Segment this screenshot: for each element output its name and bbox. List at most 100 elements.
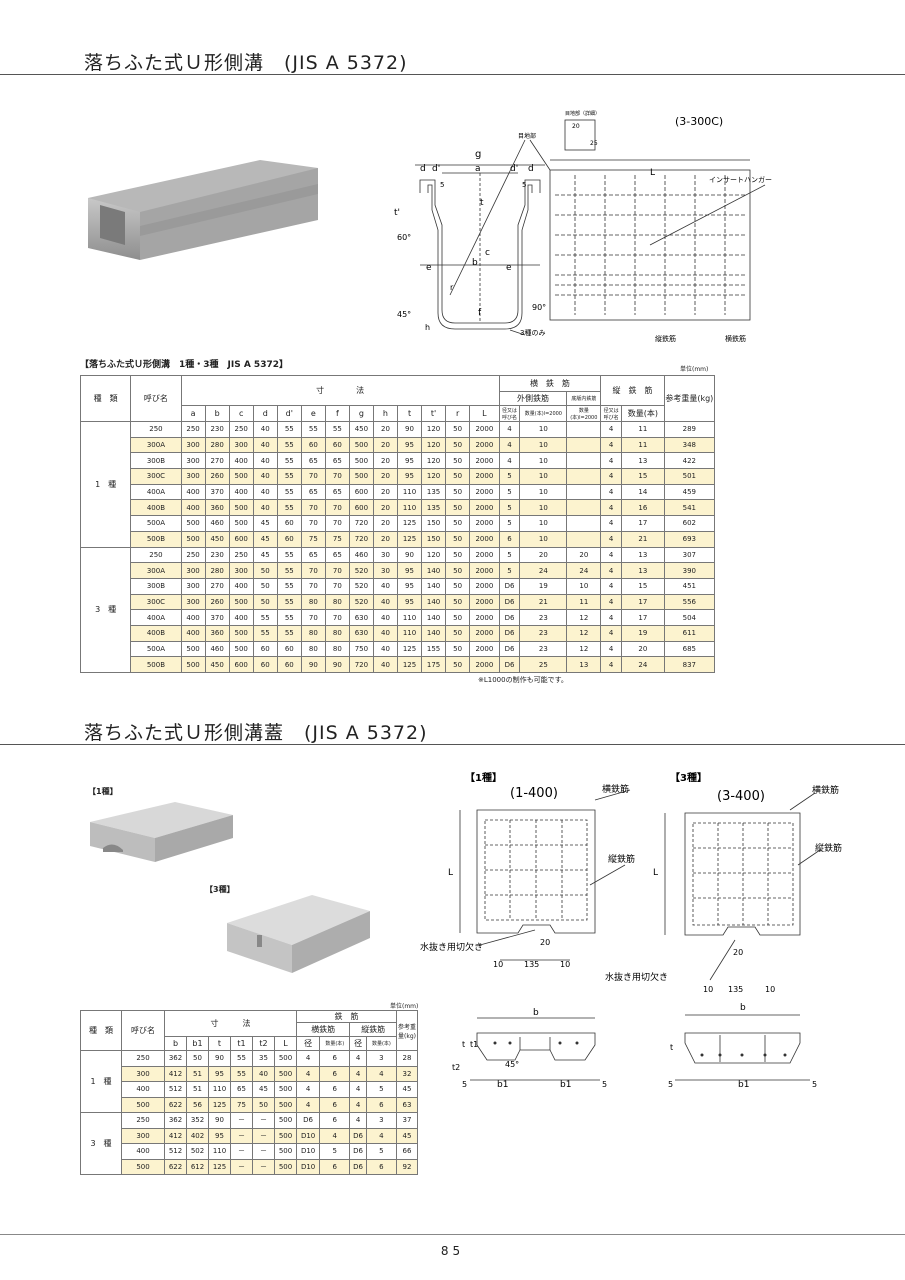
table-cell: 50 [252,1096,275,1113]
dim-h: h [425,323,430,332]
lid3-plan-outline [684,812,801,936]
table-cell: 120 [421,436,447,454]
dim-e-right: e [506,263,512,273]
table-cell: 500B [130,530,182,548]
table-cell: 13 [621,452,665,470]
table-cell: 250 [121,1112,165,1129]
dwg-long-bar-3: 縦鉄筋 [815,842,842,854]
dim-b: b [472,258,478,268]
table-cell: 460 [348,546,374,564]
table-cell: 70 [300,577,326,595]
dim-L: L [650,168,655,178]
table-cell: 685 [663,640,716,658]
th2-name: 呼び名 [121,1010,165,1051]
table-cell [566,515,602,532]
table-cell: D6 [498,624,521,642]
table-cell: 500 [348,436,374,454]
dwg-5-d: 5 [812,1080,817,1089]
table-cell: 20 [372,530,398,548]
table-cell: 412 [164,1065,187,1082]
table-cell: 50 [445,640,471,658]
table-cell: 4 [349,1096,367,1113]
dim-g: g [475,149,481,160]
table-cell: D6 [349,1127,367,1144]
table-cell: 2000 [469,609,500,626]
dwg-135-a: 135 [524,960,539,969]
table-cell: 250 [228,546,254,564]
table-cell: 80 [324,640,350,658]
table-cell: 360 [204,624,230,642]
dim-d: d [420,164,426,174]
table-cell: 460 [204,640,230,658]
table-cell: 412 [164,1127,187,1144]
table-cell: 300 [228,436,254,454]
table-cell: 6 [365,1096,398,1113]
table-cell: 40 [252,483,278,501]
table-cell: 45 [252,515,278,532]
table-cell: 2000 [469,436,500,454]
dwg-135-b: 135 [728,985,743,994]
table-cell: 512 [164,1143,187,1160]
table-cell: 12 [566,609,602,626]
table-cell: 80 [324,624,350,642]
table-cell: 2000 [469,656,500,673]
table1-caption: 【落ちふた式Ｕ形側溝 1種・3種 JIS A 5372】 [80,360,288,370]
table-cell: 110 [396,483,423,501]
angle-60: 60° [397,233,411,242]
table-cell: 4 [600,515,623,532]
table-cell: 2000 [469,421,500,438]
table-cell: 150 [421,515,447,532]
table-cell: D6 [498,593,521,611]
table-cell: 2000 [469,452,500,470]
table-cell: 70 [324,515,350,532]
th-qty-bottom: 数量(本)l=2000 [566,405,602,422]
table-cell: 4 [349,1050,367,1067]
table-cell: 70 [300,515,326,532]
table-cell: 19 [519,577,568,595]
table-cell: 693 [663,530,716,548]
th-name: 呼び名 [130,375,182,422]
table-cell: 35 [252,1050,275,1067]
table-cell: 450 [204,656,230,673]
table-cell: 24 [519,562,568,579]
table-cell: 289 [663,421,716,438]
table-cell: 55 [276,593,302,611]
dwg-20-a: 20 [540,938,550,947]
dwg-t1: t1 [470,1040,478,1049]
table-cell: 250 [121,1050,165,1067]
table-cell: 270 [204,577,230,595]
table-cell: 55 [276,624,302,642]
section-title-lid: 落ちふた式Ｕ形側溝蓋 (JIS A 5372) [84,722,428,744]
table-cell: 520 [348,577,374,595]
table-cell: 95 [396,577,423,595]
table-cell: 50 [445,562,471,579]
table-cell: 250 [180,546,206,564]
table-cell: 4 [600,609,623,626]
table-cell: 40 [372,577,398,595]
table-cell: － [252,1158,275,1175]
model-label: (3-300C) [675,115,723,128]
dwg-L-3: L [653,868,658,878]
table-cell: 120 [421,421,447,438]
table-cell: 95 [396,562,423,579]
table-cell: 65 [300,483,326,501]
table-cell: 23 [519,609,568,626]
table-cell: 40 [372,640,398,658]
dim-5-right: 5 [522,181,526,189]
dwg-10-d: 10 [765,985,775,994]
table-cell: 360 [204,499,230,517]
gutter-spec-table: 種 類 呼び名 寸 法 横 鉄 筋 縦 鉄 筋 参考重量(kg) 外側鉄筋 底版… [79,375,716,673]
table-cell: 250 [130,421,182,438]
table-cell: 65 [324,546,350,564]
table-cell: 10 [519,468,568,485]
table-cell: 50 [445,515,471,532]
table-cell: 370 [204,609,230,626]
dwg-model1: (1-400) [510,786,558,801]
table-cell: 55 [276,562,302,579]
dim-d-right: d [528,164,534,174]
